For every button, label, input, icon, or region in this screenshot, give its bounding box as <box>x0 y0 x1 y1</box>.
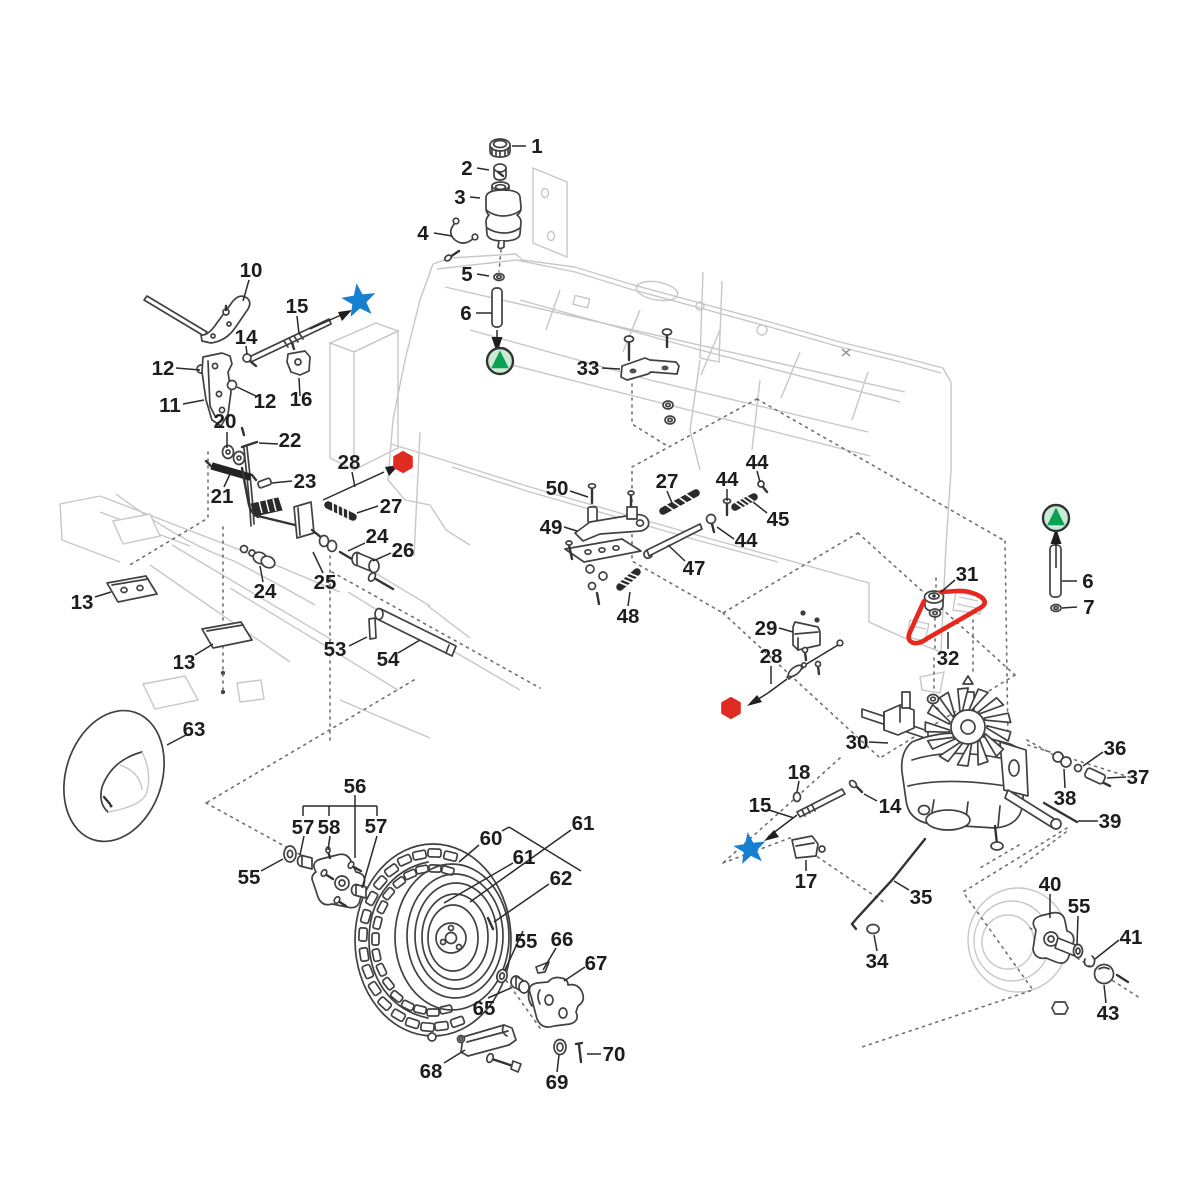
svg-text:54: 54 <box>377 648 400 671</box>
svg-text:57: 57 <box>292 816 315 839</box>
svg-text:69: 69 <box>546 1071 569 1094</box>
svg-text:12: 12 <box>254 390 277 413</box>
svg-text:6: 6 <box>1082 570 1093 593</box>
svg-text:4: 4 <box>417 222 429 245</box>
svg-text:7: 7 <box>1083 596 1094 619</box>
svg-text:13: 13 <box>173 651 196 674</box>
svg-text:26: 26 <box>392 539 415 562</box>
svg-text:22: 22 <box>279 429 302 452</box>
svg-text:43: 43 <box>1097 1002 1120 1025</box>
svg-text:44: 44 <box>735 529 758 552</box>
svg-text:5: 5 <box>461 263 472 286</box>
svg-text:45: 45 <box>767 508 790 531</box>
svg-text:15: 15 <box>749 794 772 817</box>
svg-text:18: 18 <box>788 761 811 784</box>
svg-text:68: 68 <box>420 1060 443 1083</box>
svg-text:6: 6 <box>460 302 471 325</box>
svg-text:1: 1 <box>531 135 542 158</box>
svg-text:60: 60 <box>480 827 503 850</box>
svg-text:30: 30 <box>846 731 869 754</box>
svg-text:55: 55 <box>238 866 261 889</box>
svg-text:27: 27 <box>380 495 403 518</box>
svg-text:28: 28 <box>338 451 361 474</box>
svg-text:55: 55 <box>515 930 538 953</box>
svg-text:20: 20 <box>214 410 237 433</box>
svg-text:24: 24 <box>254 580 277 603</box>
svg-text:63: 63 <box>183 718 206 741</box>
svg-text:50: 50 <box>546 477 569 500</box>
svg-text:14: 14 <box>235 326 258 349</box>
svg-text:44: 44 <box>716 468 739 491</box>
svg-text:38: 38 <box>1054 787 1077 810</box>
svg-text:41: 41 <box>1120 926 1143 949</box>
svg-text:62: 62 <box>550 867 573 890</box>
svg-text:61: 61 <box>513 846 536 869</box>
svg-text:31: 31 <box>956 563 979 586</box>
svg-text:16: 16 <box>290 388 313 411</box>
svg-text:48: 48 <box>617 605 640 628</box>
svg-text:70: 70 <box>603 1043 626 1066</box>
svg-text:40: 40 <box>1039 873 1062 896</box>
svg-text:33: 33 <box>577 357 600 380</box>
svg-text:23: 23 <box>294 470 317 493</box>
svg-text:27: 27 <box>656 470 679 493</box>
svg-text:39: 39 <box>1099 810 1122 833</box>
svg-text:21: 21 <box>211 485 234 508</box>
svg-text:14: 14 <box>879 795 902 818</box>
svg-text:47: 47 <box>683 557 706 580</box>
svg-text:66: 66 <box>551 928 574 951</box>
svg-text:25: 25 <box>314 571 337 594</box>
svg-text:13: 13 <box>71 591 94 614</box>
svg-text:37: 37 <box>1127 766 1150 789</box>
svg-text:44: 44 <box>746 451 769 474</box>
svg-text:49: 49 <box>540 516 563 539</box>
svg-text:15: 15 <box>286 295 309 318</box>
svg-text:10: 10 <box>240 259 263 282</box>
svg-text:29: 29 <box>755 617 778 640</box>
svg-text:58: 58 <box>318 816 341 839</box>
svg-text:53: 53 <box>324 638 347 661</box>
svg-text:34: 34 <box>866 950 889 973</box>
svg-text:32: 32 <box>937 647 960 670</box>
svg-text:55: 55 <box>1068 895 1091 918</box>
svg-text:17: 17 <box>795 870 818 893</box>
svg-text:57: 57 <box>365 815 388 838</box>
svg-text:56: 56 <box>344 775 367 798</box>
svg-text:67: 67 <box>585 952 608 975</box>
svg-text:28: 28 <box>760 645 783 668</box>
svg-text:11: 11 <box>159 394 181 417</box>
svg-text:61: 61 <box>572 812 595 835</box>
svg-text:12: 12 <box>152 357 175 380</box>
svg-text:2: 2 <box>461 157 472 180</box>
svg-text:36: 36 <box>1104 737 1127 760</box>
svg-text:65: 65 <box>473 997 496 1020</box>
svg-text:35: 35 <box>910 886 933 909</box>
svg-text:24: 24 <box>366 525 389 548</box>
svg-text:3: 3 <box>454 186 465 209</box>
